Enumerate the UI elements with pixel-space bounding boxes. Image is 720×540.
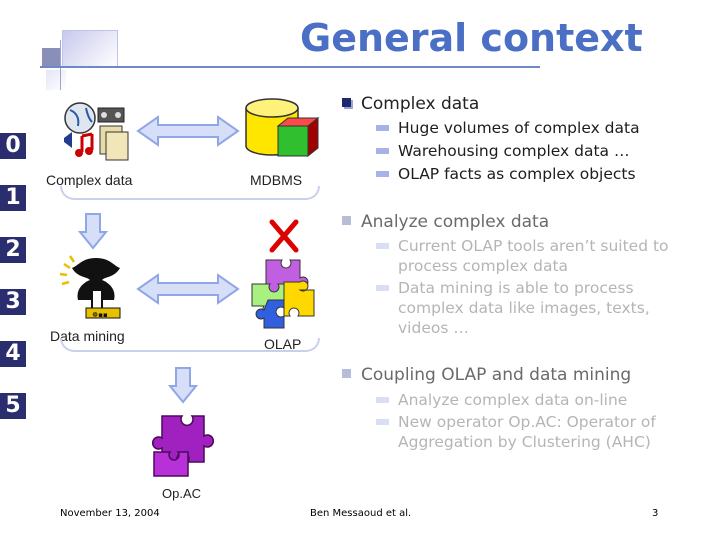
opac-label: Op.AC bbox=[162, 486, 202, 501]
bullet-item: Current OLAP tools aren’t suited to proc… bbox=[376, 236, 698, 276]
bullet-text: Analyze complex data on-line bbox=[398, 391, 628, 409]
olap-label: OLAP bbox=[264, 336, 302, 352]
bullet-item: Analyze complex data on-line bbox=[376, 390, 698, 410]
bullet-item: OLAP facts as complex objects bbox=[376, 164, 698, 184]
bullet-heading-analyze: Analyze complex data bbox=[342, 212, 549, 232]
decorative-square bbox=[46, 70, 66, 90]
bullet-marker bbox=[342, 97, 351, 107]
bullet-marker bbox=[376, 171, 389, 177]
down-arrow-icon bbox=[78, 213, 108, 250]
step-number-4: 4 bbox=[0, 341, 26, 367]
heading-text: Coupling OLAP and data mining bbox=[361, 365, 632, 385]
database-icon bbox=[245, 98, 320, 158]
mdbms-label: MDBMS bbox=[250, 172, 303, 188]
olap-puzzle-icon bbox=[251, 259, 315, 329]
bullet-text: Data mining is able to process complex d… bbox=[398, 279, 650, 337]
bullet-marker bbox=[376, 285, 389, 291]
bullet-marker bbox=[342, 368, 351, 378]
decorative-square bbox=[42, 48, 60, 66]
bullet-text: Warehousing complex data … bbox=[398, 142, 630, 160]
down-arrow-icon bbox=[168, 367, 198, 404]
title-underline bbox=[40, 66, 540, 68]
bullet-text: Huge volumes of complex data bbox=[398, 119, 640, 137]
footer-date: November 13, 2004 bbox=[60, 508, 160, 519]
bullet-marker bbox=[376, 148, 389, 154]
page-number: 3 bbox=[652, 508, 659, 519]
bullet-item: New operator Op.AC: Operator of Aggregat… bbox=[376, 412, 688, 452]
bullet-marker bbox=[376, 419, 389, 425]
decorative-square bbox=[62, 30, 118, 68]
bullet-marker bbox=[342, 215, 351, 225]
group-bracket bbox=[60, 338, 320, 352]
multimedia-data-icon bbox=[64, 102, 129, 161]
bullet-heading-complex-data: Complex data bbox=[342, 94, 479, 114]
bullet-text: New operator Op.AC: Operator of Aggregat… bbox=[398, 413, 656, 451]
bullet-marker bbox=[376, 243, 389, 249]
svg-text:☸︎▪︎▪︎: ☸︎▪︎▪︎ bbox=[92, 311, 108, 319]
data-mining-icon: ☸︎▪︎▪︎ bbox=[59, 255, 121, 319]
bidirectional-arrow-icon bbox=[136, 115, 240, 147]
bullet-text: Current OLAP tools aren’t suited to proc… bbox=[398, 237, 669, 275]
bullet-item: Data mining is able to process complex d… bbox=[376, 278, 688, 338]
bullet-marker bbox=[376, 397, 389, 403]
bullet-text: OLAP facts as complex objects bbox=[398, 165, 636, 183]
bullet-marker bbox=[376, 125, 389, 131]
slide-title: General context bbox=[300, 16, 643, 60]
bidirectional-arrow-icon bbox=[136, 273, 240, 305]
step-number-2: 2 bbox=[0, 237, 26, 263]
footer-author: Ben Messaoud et al. bbox=[310, 508, 412, 519]
opac-puzzle-icon bbox=[152, 415, 214, 477]
cross-mark-icon bbox=[269, 219, 299, 253]
group-bracket bbox=[60, 186, 320, 200]
heading-text: Analyze complex data bbox=[361, 212, 550, 232]
bullet-item: Warehousing complex data … bbox=[376, 141, 698, 161]
complex-data-label: Complex data bbox=[46, 172, 133, 188]
step-number-1: 1 bbox=[0, 185, 26, 211]
bullet-item: Huge volumes of complex data bbox=[376, 118, 698, 138]
decorative-line bbox=[60, 40, 61, 90]
heading-text: Complex data bbox=[361, 94, 480, 114]
step-number-0: 0 bbox=[0, 133, 26, 159]
bullet-heading-coupling: Coupling OLAP and data mining bbox=[342, 365, 631, 385]
step-number-3: 3 bbox=[0, 289, 26, 315]
step-number-5: 5 bbox=[0, 393, 26, 419]
